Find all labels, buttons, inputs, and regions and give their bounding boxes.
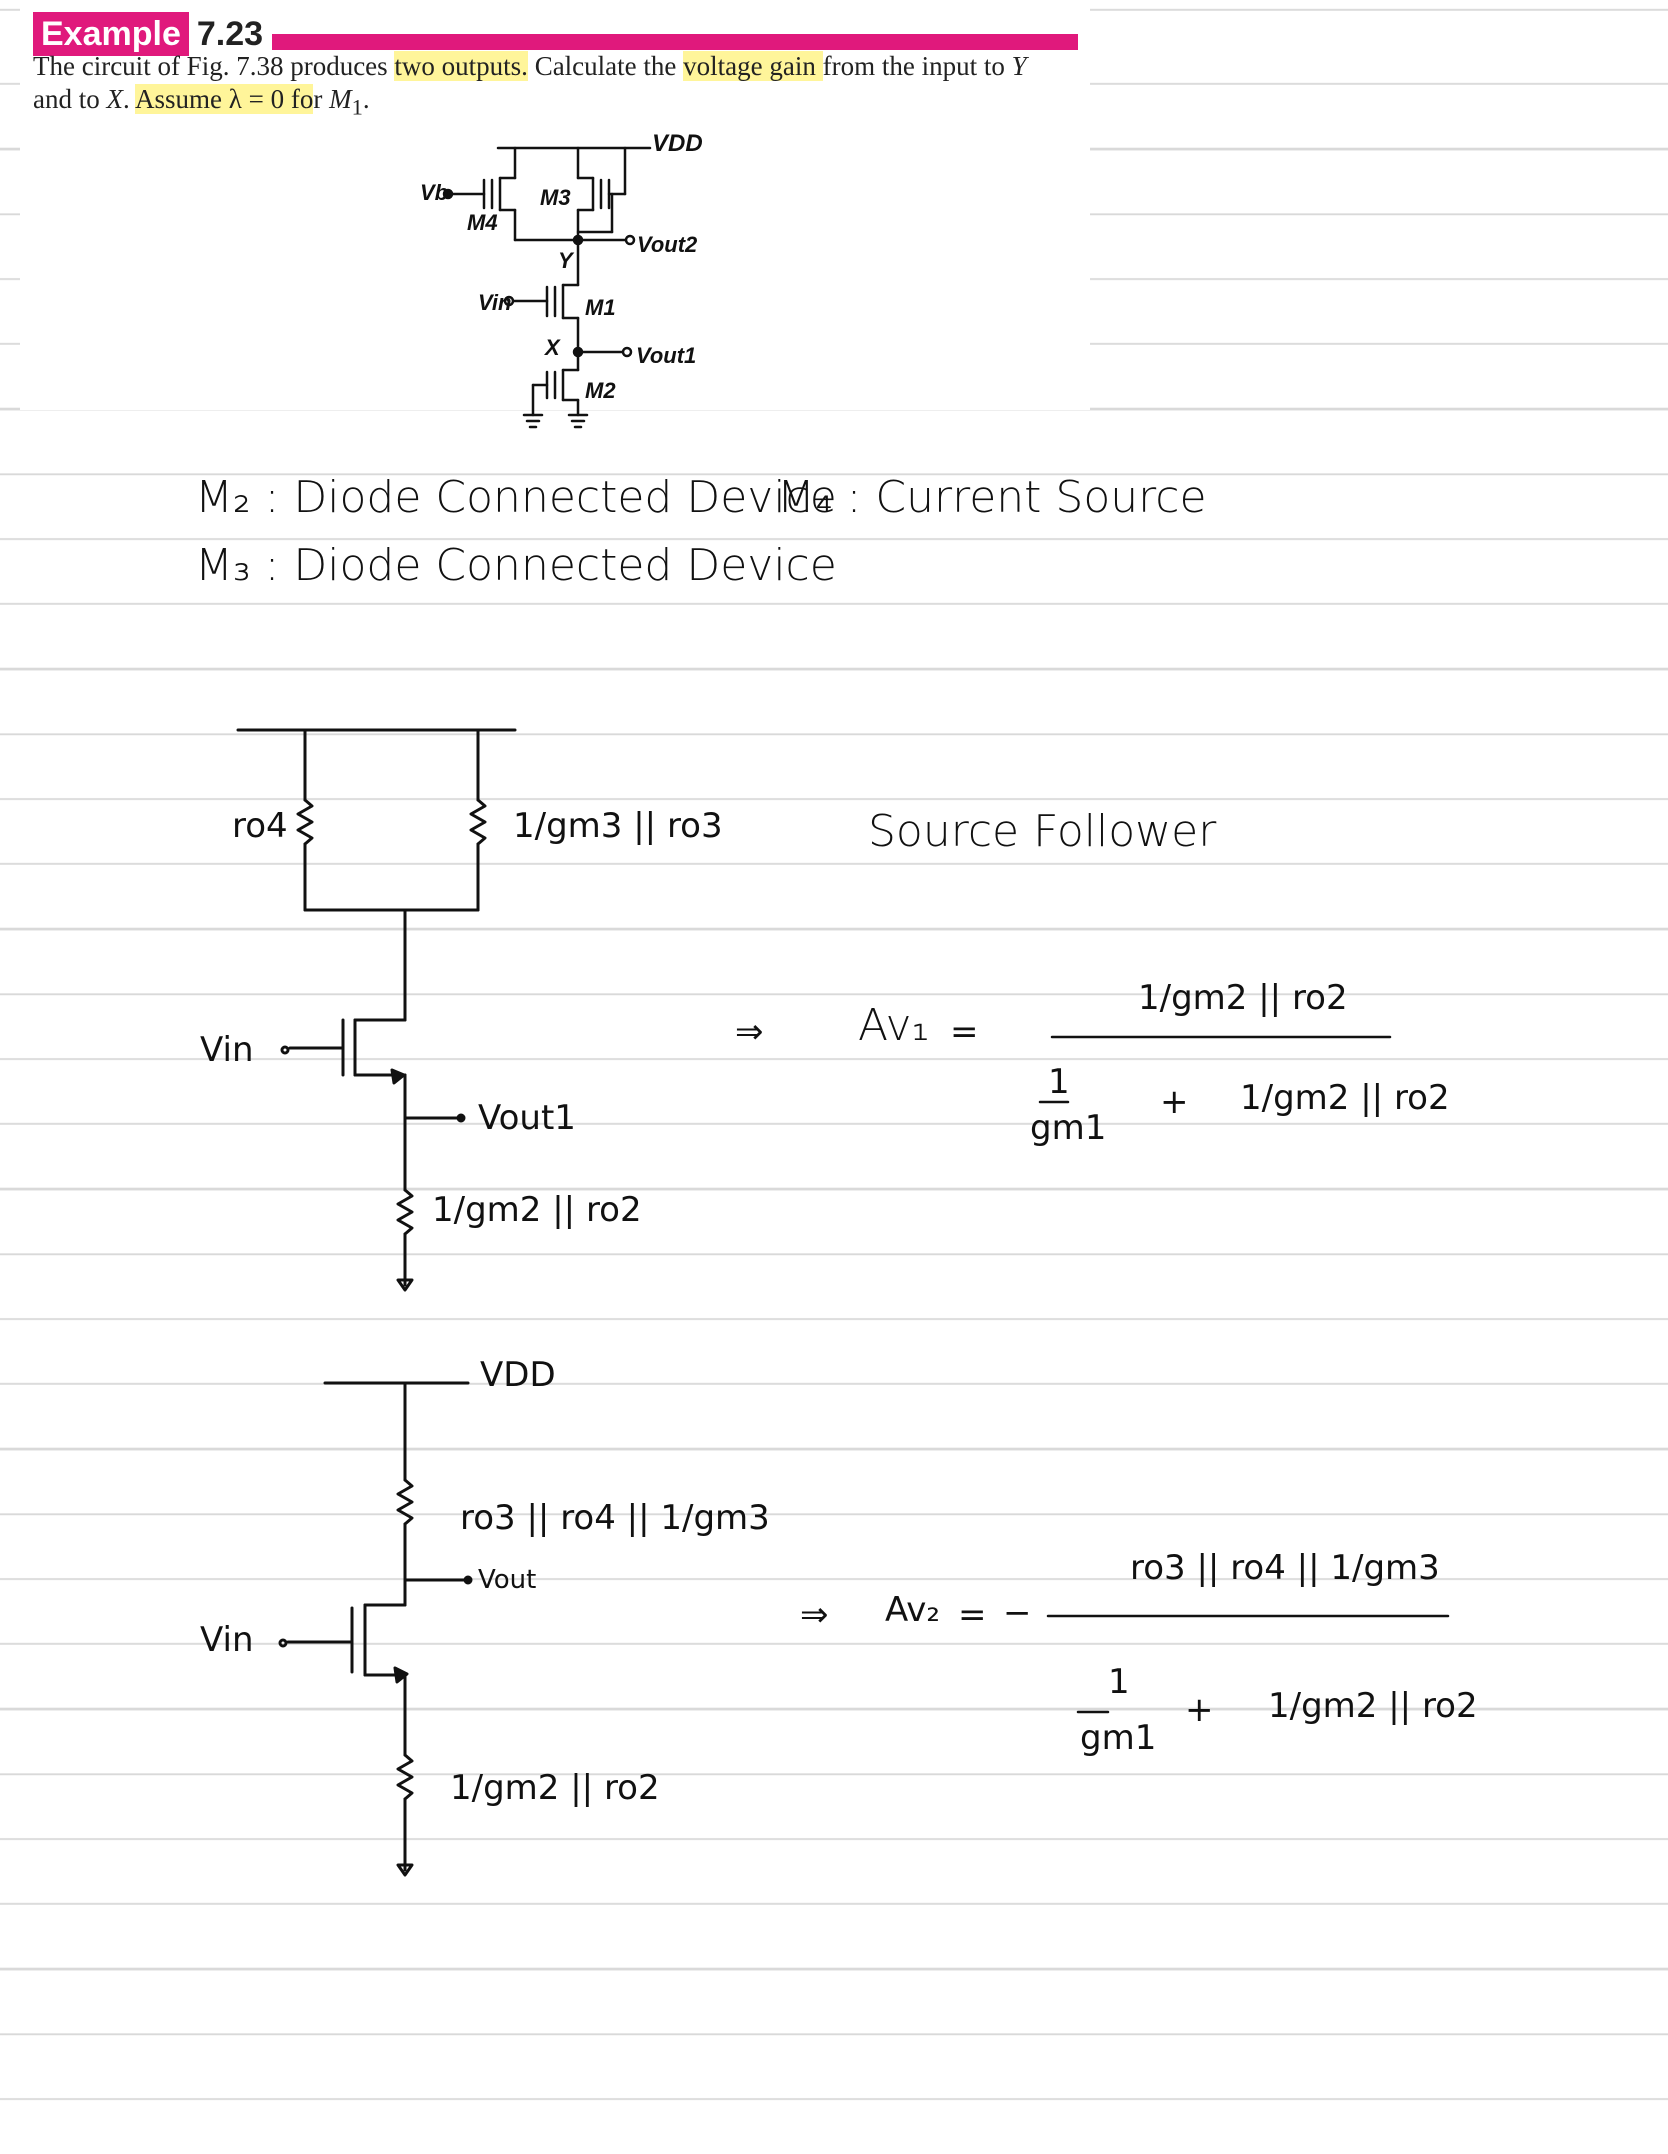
label-vdd: VDD — [652, 130, 703, 157]
eq2-plus: + — [1185, 1690, 1214, 1730]
eq2-den-a-den: gm1 — [1080, 1718, 1157, 1758]
c2-vin-label: Vin — [200, 1620, 254, 1660]
eq2-den-b: 1/gm2 || ro2 — [1268, 1686, 1478, 1726]
problem-statement: The circuit of Fig. 7.38 produces two ou… — [33, 50, 1093, 123]
math-m1-sub: 1 — [351, 94, 363, 120]
problem-text: from the input to — [822, 51, 1012, 81]
eq2-lhs: Av₂ — [885, 1590, 941, 1630]
circuit2-drawing — [278, 1381, 473, 1877]
eq1-numerator: 1/gm2 || ro2 — [1138, 978, 1348, 1018]
note-m2-diode: M₂ : Diode Connected Device — [195, 472, 837, 523]
c1-vout-label: Vout1 — [478, 1098, 576, 1138]
label-m2: M2 — [585, 378, 616, 403]
c2-top-res-label: ro3 || ro4 || 1/gm3 — [460, 1498, 770, 1538]
example-number: 7.23 — [196, 15, 264, 53]
math-y: Y — [1011, 51, 1027, 81]
note-m4-current-source: M₄ : Current Source — [777, 472, 1207, 523]
example-header-rule — [272, 34, 1078, 50]
eq2-equals: = — [958, 1595, 987, 1635]
eq1-lhs: Av₁ — [858, 1000, 930, 1051]
eq1-plus: + — [1160, 1082, 1189, 1122]
eq2-arrow: ⇒ — [800, 1595, 829, 1635]
problem-text: r — [313, 84, 330, 114]
eq1-den-a-den: gm1 — [1030, 1108, 1107, 1148]
label-vb: Vb — [420, 180, 449, 205]
eq2-den-a-num: 1 — [1108, 1662, 1130, 1702]
label-m3: M3 — [540, 185, 571, 210]
label-y: Y — [558, 248, 573, 273]
eq1-den-b: 1/gm2 || ro2 — [1240, 1078, 1450, 1118]
c1-top-res-label: 1/gm3 || ro3 — [513, 806, 723, 846]
note-m3-diode: M₃ : Diode Connected Device — [195, 540, 837, 591]
label-vin: Vin — [478, 290, 512, 315]
example-header: Example 7.23 — [33, 12, 263, 56]
example-badge: Example — [33, 12, 189, 56]
problem-text: and to — [33, 84, 107, 114]
c1-vin-label: Vin — [200, 1030, 254, 1070]
c2-vdd-label: VDD — [480, 1355, 556, 1395]
eq1-arrow: ⇒ — [735, 1012, 764, 1052]
highlight-assume-lambda: Assume λ = 0 fo — [135, 84, 314, 114]
highlight-two-outputs: two outputs. — [394, 51, 528, 81]
textbook-excerpt-area — [20, 0, 1090, 410]
eq1-equals: = — [950, 1012, 979, 1052]
eq2-numerator: ro3 || ro4 || 1/gm3 — [1130, 1548, 1440, 1588]
problem-text: . — [123, 84, 136, 114]
problem-text: Calculate the — [527, 51, 684, 81]
problem-text: . — [362, 84, 370, 114]
c1-ro4-label: ro4 — [232, 806, 288, 846]
math-x: X — [106, 84, 124, 114]
math-m1: M — [329, 84, 352, 114]
label-m1: M1 — [585, 295, 616, 320]
problem-text: The circuit of Fig. 7.38 produces — [33, 51, 395, 81]
note-source-follower: Source Follower — [868, 806, 1217, 857]
printed-schematic — [442, 146, 652, 429]
label-vout2: Vout2 — [637, 232, 698, 257]
eq1-den-a-num: 1 — [1048, 1062, 1070, 1102]
c2-vout-label: Vout — [478, 1565, 537, 1595]
label-vout1: Vout1 — [636, 343, 697, 368]
c1-bottom-res-label: 1/gm2 || ro2 — [432, 1190, 642, 1230]
label-x: X — [545, 335, 560, 360]
circuit1-drawing — [236, 728, 517, 1292]
c2-bottom-res-label: 1/gm2 || ro2 — [450, 1768, 660, 1808]
highlight-voltage-gain: voltage gain — [683, 51, 823, 81]
label-m4: M4 — [467, 210, 498, 235]
eq2-minus: − — [1003, 1593, 1032, 1633]
